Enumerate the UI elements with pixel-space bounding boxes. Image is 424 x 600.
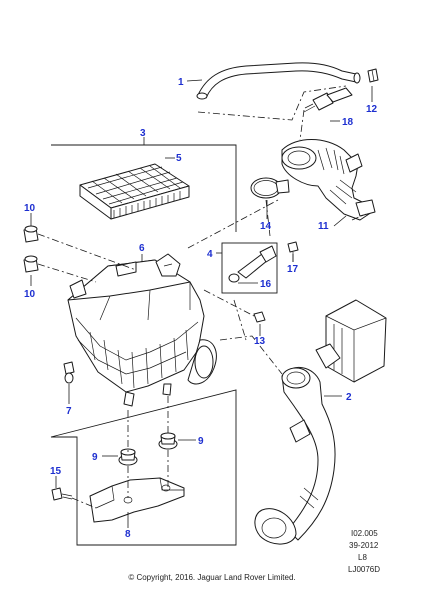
mounting-bracket [89, 477, 185, 523]
sensor-connector [303, 87, 353, 113]
callout-14: 14 [260, 221, 272, 232]
air-inlet-duct [254, 299, 387, 545]
callout-9: 9 [92, 452, 98, 463]
intake-duct [281, 139, 376, 221]
alignment-line [351, 213, 367, 221]
reference-model: L8 [358, 553, 367, 562]
alignment-line [233, 299, 247, 341]
callout-9: 9 [198, 436, 204, 447]
alignment-line [219, 335, 283, 375]
callout-15: 15 [50, 466, 62, 477]
callout-12: 12 [366, 104, 378, 115]
callout-17: 17 [287, 264, 299, 275]
alignment-line [197, 85, 347, 121]
rubber-grommet [63, 361, 75, 384]
air-cleaner-housing [67, 253, 217, 407]
leader-line [186, 79, 203, 82]
alignment-line [203, 289, 255, 317]
frame-air-cleaner-assembly [50, 144, 237, 546]
callout-2: 2 [346, 392, 352, 403]
callout-3: 3 [140, 128, 146, 139]
grommet-right [158, 432, 178, 450]
mass-air-flow-sensor [228, 245, 277, 283]
callout-10: 10 [24, 203, 36, 214]
air-filter-element [79, 163, 190, 220]
hose-clip [367, 68, 379, 83]
isolator-mount-upper [23, 225, 39, 243]
reference-code: I02.005 [351, 529, 378, 538]
reference-date: 39-2012 [349, 541, 379, 550]
callout-10: 10 [24, 289, 36, 300]
callout-16: 16 [260, 279, 272, 290]
callout-11: 11 [318, 221, 329, 232]
grommet-left [118, 448, 138, 466]
leader-line [333, 215, 347, 227]
alignment-line [71, 497, 97, 509]
alignment-line [299, 109, 305, 141]
callout-7: 7 [66, 406, 72, 417]
callout-18: 18 [342, 117, 354, 128]
callout-8: 8 [125, 529, 131, 540]
callout-13: 13 [254, 336, 266, 347]
frame-sensor-kit [221, 242, 278, 294]
alignment-line [187, 199, 279, 249]
callout-5: 5 [176, 153, 182, 164]
callout-6: 6 [139, 243, 145, 254]
reference-illustration-id: LJ0076D [348, 565, 380, 574]
copyright-notice: © Copyright, 2016. Jaguar Land Rover Lim… [128, 573, 296, 582]
callout-1: 1 [178, 77, 184, 88]
bolt [51, 487, 73, 501]
retaining-clip [253, 311, 266, 323]
hose-clamp [250, 177, 290, 199]
breather-hose [196, 62, 361, 100]
isolator-mount-lower [23, 255, 39, 273]
screw [287, 241, 299, 262]
callout-4: 4 [207, 249, 213, 260]
alignment-line [37, 233, 137, 271]
alignment-line [37, 263, 97, 283]
